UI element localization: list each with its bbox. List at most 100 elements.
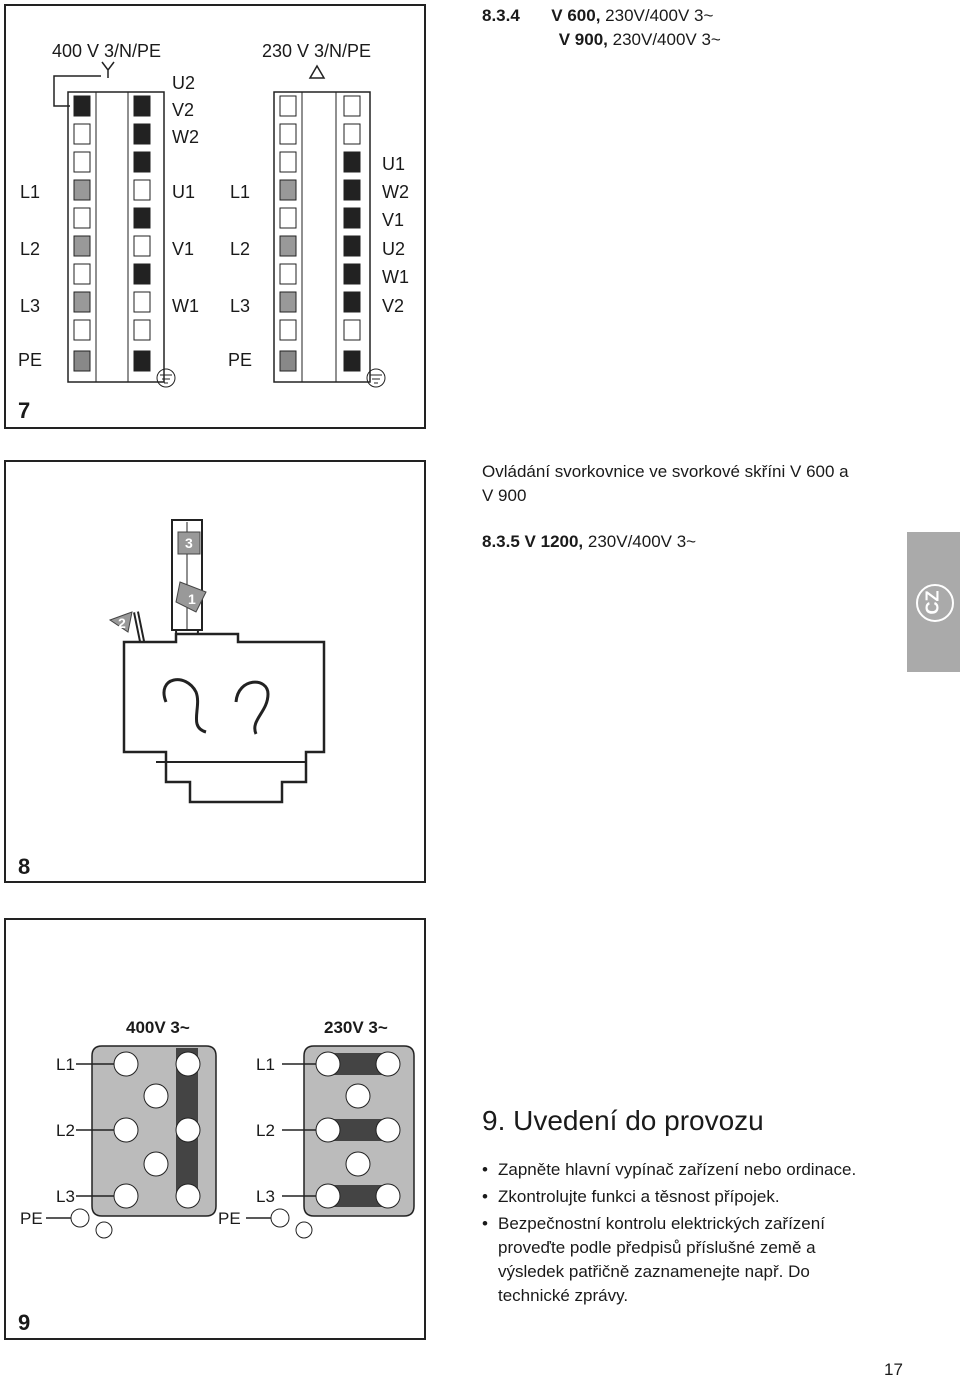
language-code: CZ bbox=[922, 590, 943, 615]
pe-label: PE bbox=[18, 350, 43, 370]
terminal-cell bbox=[133, 207, 151, 229]
input-label: L3 bbox=[20, 296, 41, 316]
left-title: 400 V 3/N/PE bbox=[52, 41, 162, 61]
terminal-cell bbox=[73, 207, 91, 229]
pe-label: PE bbox=[218, 1209, 241, 1228]
figure-8: 2 3 1 8 bbox=[4, 460, 426, 883]
terminal-cell bbox=[133, 235, 151, 257]
terminal-cell bbox=[343, 350, 361, 372]
section-number: 8.3.5 bbox=[482, 532, 520, 551]
input-label: L1 bbox=[230, 182, 251, 202]
terminal-cell bbox=[343, 179, 361, 201]
terminal-cell bbox=[279, 291, 297, 313]
input-label: L2 bbox=[230, 239, 251, 259]
output-label: U1 bbox=[172, 182, 196, 202]
terminal-cell bbox=[343, 123, 361, 145]
terminal-cell bbox=[73, 123, 91, 145]
figure-9: 9 400V 3~ 230V 3~ L1 L2 L3 PE L1 L2 L3 P… bbox=[4, 918, 426, 1340]
caption-line: V 900 bbox=[482, 486, 527, 505]
output-label: V2 bbox=[172, 100, 195, 120]
output-label: W1 bbox=[172, 296, 199, 316]
model-name: V 900, bbox=[558, 30, 608, 49]
terminal-cell bbox=[279, 207, 297, 229]
figure-number: 7 bbox=[18, 398, 31, 423]
step-3-label: 3 bbox=[185, 535, 193, 551]
terminal-cell bbox=[133, 350, 151, 372]
input-label: L2 bbox=[256, 1121, 275, 1140]
terminal-cell bbox=[343, 95, 361, 117]
terminal-cell bbox=[133, 291, 151, 313]
terminal-cell bbox=[73, 179, 91, 201]
voltage-spec: 230V/400V 3~ bbox=[583, 532, 697, 551]
terminal-block-diagram bbox=[53, 61, 386, 388]
terminal-cell bbox=[279, 263, 297, 285]
model-name: V 1200, bbox=[524, 532, 584, 551]
list-item: Zkontrolujte funkci a těsnost přípojek. bbox=[482, 1185, 872, 1209]
output-label: V2 bbox=[382, 296, 405, 316]
terminal-cell bbox=[279, 319, 297, 341]
terminal-cell bbox=[279, 350, 297, 372]
input-label: L2 bbox=[20, 239, 41, 259]
section-8-3-4-heading: 8.3.4 V 600, 230V/400V 3~ V 900, 230V/40… bbox=[482, 4, 721, 52]
checklist: Zapněte hlavní vypínač zařízení nebo ord… bbox=[482, 1158, 872, 1311]
step-1-label: 1 bbox=[188, 591, 196, 607]
terminal-cell bbox=[343, 319, 361, 341]
step-arrow-1 bbox=[175, 581, 207, 613]
terminal-cell bbox=[73, 319, 91, 341]
voltage-spec: 230V/400V 3~ bbox=[607, 30, 721, 49]
output-label: W2 bbox=[382, 182, 409, 202]
input-label: L1 bbox=[256, 1055, 275, 1074]
right-title: 230V 3~ bbox=[324, 1018, 388, 1037]
pe-label: PE bbox=[20, 1209, 43, 1228]
input-label: L3 bbox=[56, 1187, 75, 1206]
section-8-3-5-heading: 8.3.5 V 1200, 230V/400V 3~ bbox=[482, 530, 696, 554]
terminal-cell bbox=[73, 151, 91, 173]
figure-number: 9 bbox=[18, 1310, 31, 1335]
voltage-spec: 230V/400V 3~ bbox=[600, 6, 714, 25]
terminal-cell bbox=[279, 123, 297, 145]
output-label: U1 bbox=[382, 154, 406, 174]
terminal-cell bbox=[133, 151, 151, 173]
list-item: Bezpečnostní kontrolu elektrických zaříz… bbox=[482, 1212, 872, 1308]
terminal-cell bbox=[279, 95, 297, 117]
terminal-cell bbox=[133, 263, 151, 285]
terminal-cell bbox=[133, 179, 151, 201]
right-title: 230 V 3/N/PE bbox=[262, 41, 372, 61]
terminal-cell bbox=[133, 319, 151, 341]
output-label: W1 bbox=[382, 267, 409, 287]
terminal-cell bbox=[343, 263, 361, 285]
input-label: L1 bbox=[56, 1055, 75, 1074]
input-label: L3 bbox=[256, 1187, 275, 1206]
terminal-cell bbox=[279, 235, 297, 257]
output-label: U2 bbox=[382, 239, 406, 259]
terminal-cell bbox=[133, 123, 151, 145]
output-label: U2 bbox=[172, 73, 196, 93]
section-9-heading: 9. Uvedení do provozu bbox=[482, 1105, 764, 1136]
list-item: Zapněte hlavní vypínač zařízení nebo ord… bbox=[482, 1158, 872, 1182]
output-label: V1 bbox=[172, 239, 195, 259]
figure-number: 8 bbox=[18, 854, 31, 879]
step-arrow-2 bbox=[108, 611, 133, 633]
left-title: 400V 3~ bbox=[126, 1018, 190, 1037]
terminal-cell bbox=[73, 263, 91, 285]
output-label: W2 bbox=[172, 127, 199, 147]
caption-line: Ovládání svorkovnice ve svorkové skříni … bbox=[482, 462, 849, 481]
terminal-cell bbox=[73, 95, 91, 117]
terminal-cell bbox=[343, 235, 361, 257]
terminal-cell bbox=[343, 207, 361, 229]
output-label: V1 bbox=[382, 210, 405, 230]
section-number: 8.3.4 bbox=[482, 6, 520, 25]
input-label: L1 bbox=[20, 182, 41, 202]
terminal-board-diagram bbox=[46, 1045, 415, 1239]
input-label: L2 bbox=[56, 1121, 75, 1140]
terminal-cell bbox=[73, 350, 91, 372]
language-tab: CZ bbox=[907, 532, 960, 672]
terminal-cell bbox=[343, 151, 361, 173]
step-2-label: 2 bbox=[118, 615, 126, 631]
pe-label: PE bbox=[228, 350, 253, 370]
step-arrow-3 bbox=[177, 531, 201, 555]
terminal-cell bbox=[279, 151, 297, 173]
figure-caption: Ovládání svorkovnice ve svorkové skříni … bbox=[482, 460, 892, 508]
model-name: V 600, bbox=[551, 6, 601, 25]
terminal-cell bbox=[73, 291, 91, 313]
